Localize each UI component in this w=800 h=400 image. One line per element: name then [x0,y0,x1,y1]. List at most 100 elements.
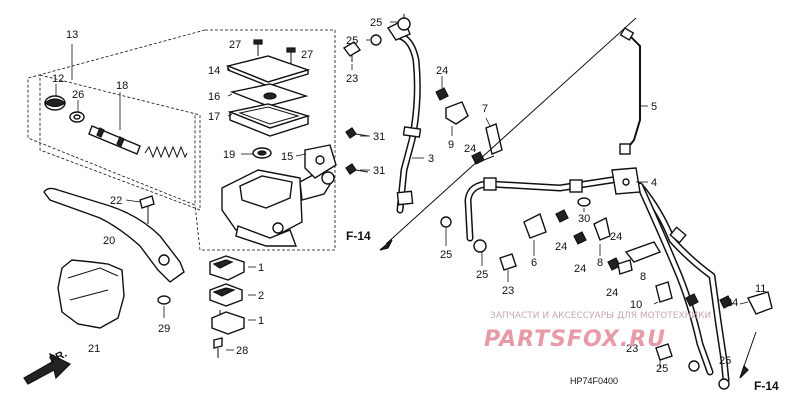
bolt-24-mid [435,87,449,101]
bolt-25-mid [473,239,487,253]
switch-1-top [209,255,245,281]
callout-26: 26 [72,89,84,101]
arrow-f14-right [739,331,757,379]
brake-hose-4 [464,167,730,384]
callout-1-bottom: 1 [258,315,264,327]
plate-16 [229,83,309,107]
callout-3: 3 [428,153,434,165]
callout-24-mid: 24 [436,65,448,77]
callout-4: 4 [651,177,657,189]
bolt-31-upper [345,127,369,139]
boot-19 [252,147,272,159]
clamp-6b [593,216,611,241]
bolt-31-lower [345,163,369,175]
callout-15: 15 [281,151,293,163]
drawing-code: HP74F0400 [570,376,618,386]
bolt-25-lower-b [718,378,730,390]
callout-7: 7 [482,103,488,115]
clamp-9 [445,101,469,125]
callout-16: 16 [208,91,220,103]
pivot-bolt-22 [139,195,155,224]
callout-23-mid: 23 [502,285,514,297]
circlip-26 [69,111,85,123]
bolt-25-top [397,14,411,31]
switch-2 [209,283,243,307]
callout-22: 22 [110,195,122,207]
callout-2: 2 [258,290,264,302]
callout-25-second: 25 [346,35,358,47]
callout-25-left: 25 [440,249,452,261]
callout-10: 10 [630,299,642,311]
callout-27-right: 27 [301,49,313,61]
master-cylinder-body [221,169,335,247]
callout-24-clamp6: 24 [555,241,567,253]
diaphragm-17 [227,103,311,137]
callout-8-right: 8 [640,271,646,283]
screw-28 [213,337,223,358]
bolt-23-top [342,41,362,62]
callout-19: 19 [223,149,235,161]
bolt-24-clamp-6 [555,209,569,223]
callout-12: 12 [52,73,64,85]
callout-17: 17 [208,111,220,123]
clamp-11 [747,291,773,315]
screw-27-right [286,47,296,64]
callout-28: 28 [236,345,248,357]
callout-24-lower-a: 24 [574,263,586,275]
clamp-8-upper [624,241,662,263]
spring-18 [144,145,188,159]
lever-cover-21 [57,259,125,329]
callout-8-left: 8 [597,257,603,269]
bolt-23-mid [499,253,517,271]
bracket-15 [304,144,337,179]
callout-21: 21 [88,343,100,355]
screw-27-left [253,39,263,56]
clamp-6 [523,213,547,239]
front-arrow [23,352,72,385]
callout-27-left: 27 [229,39,241,51]
callout-9: 9 [448,139,454,151]
washer-25-top [370,34,382,46]
bolt-24-right-a [685,293,699,307]
arrow-f14-left [379,17,637,251]
callouts: 13 12 26 18 27 27 14 16 17 19 15 22 20 2… [52,17,766,375]
bolt-23-lower [655,343,673,361]
watermark-logo: PARTSFOX.RU [484,327,666,352]
callout-25-mid: 25 [476,269,488,281]
callout-24-right-top: 24 [610,231,622,243]
callout-14: 14 [208,65,220,77]
callout-1-top: 1 [258,262,264,274]
callout-6: 6 [531,257,537,269]
watermark-tagline: ЗАПЧАСТИ И АКСЕССУАРЫ ДЛЯ МОТОТЕХНИКИ [490,311,711,321]
clamp-10 [655,281,673,303]
switch-1-bottom [211,310,245,335]
callout-25-lower-a: 25 [656,363,668,375]
bolt-24-right-b [719,295,733,309]
leader-lines [55,21,749,368]
brake-lever-20 [43,187,185,283]
boot-12 [43,95,67,111]
master-cylinder-frame [27,29,336,251]
callout-23-top: 23 [346,73,358,85]
bolt-24-lower-a [573,231,587,245]
callout-24-near-7: 24 [464,143,476,155]
callout-24-right-b: 24 [726,297,738,309]
washer-25-lower-a [688,360,700,372]
washer-25-left [440,216,452,228]
brake-hose-3 [386,19,422,214]
piston-kit-group [39,74,201,211]
reservoir-cap-14 [225,55,311,87]
callout-5: 5 [651,101,657,113]
callout-30: 30 [578,213,590,225]
ref-f14-right: F-14 [754,379,779,393]
bolt-24-left-of-7 [471,151,495,165]
clamp-7 [485,123,503,155]
callout-29: 29 [158,323,170,335]
clamp-8-lower [617,259,633,275]
ref-f14-left: F-14 [346,229,371,243]
callout-25-top: 25 [370,17,382,29]
callout-25-lower-b: 25 [719,355,731,367]
brake-pipe-5 [619,27,641,155]
